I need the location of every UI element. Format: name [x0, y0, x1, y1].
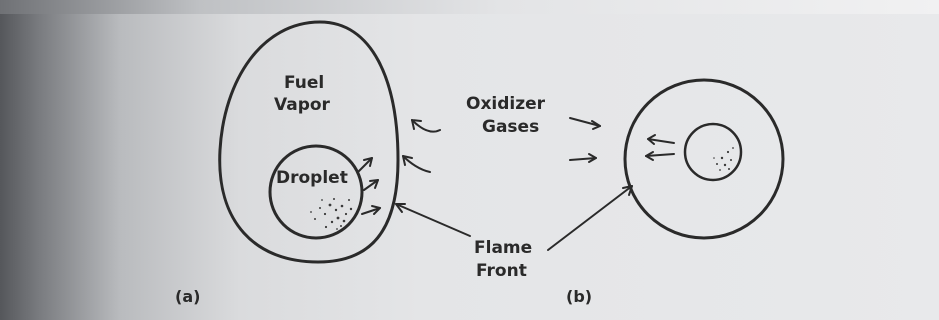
panel-a-droplet: [268, 144, 364, 240]
panel-b-droplet-stipple: [713, 147, 734, 171]
caption-b: (b): [566, 287, 592, 306]
fuel-label: Fuel: [284, 73, 324, 93]
caption-a: (a): [175, 287, 200, 306]
flame-label: Flame: [474, 238, 532, 258]
panel-b-droplet: [683, 122, 743, 182]
panel-b-inner-arrows: [645, 134, 675, 161]
page-top-band: [0, 0, 939, 14]
panel-b-oxidizer-arrows: [569, 117, 601, 163]
panel-b-flame-envelope: [623, 78, 785, 240]
front-label: Front: [476, 261, 527, 281]
panel-a-oxidizer-arrows: [402, 119, 441, 173]
oxidizer-label: Oxidizer: [466, 94, 546, 114]
panel-a-droplet-stipple: [310, 198, 353, 230]
panel-a-vapor-arrows: [357, 157, 381, 215]
droplet-label: Droplet: [276, 168, 348, 188]
panel-a-flame-envelope: [218, 20, 400, 264]
flame-front-pointers: [395, 185, 633, 251]
vapor-label: Vapor: [274, 95, 331, 115]
gases-label: Gases: [482, 117, 539, 137]
